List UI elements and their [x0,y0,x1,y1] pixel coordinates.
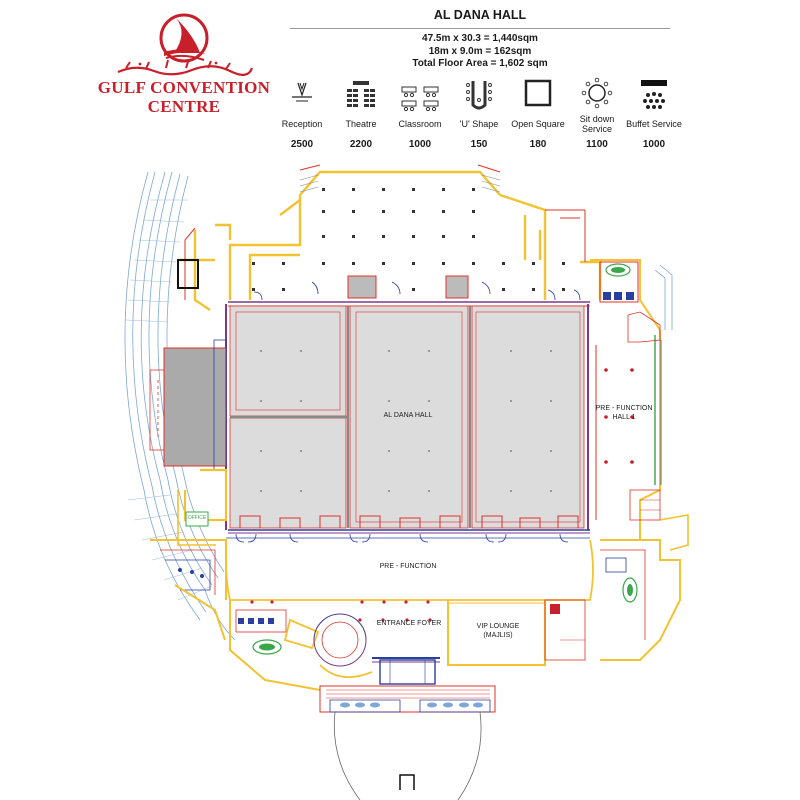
office-label: OFFICE [187,515,207,521]
vip-lounge-label: VIP LOUNGE (MAJLIS) [476,623,520,639]
right-stair-structure [654,264,673,330]
buffet-icon [641,80,667,109]
capacity-value: 180 [529,139,547,150]
title-divider [290,28,670,29]
capacity-theatre: Theatre 2200 [331,75,391,150]
right-hall-columns [604,368,634,464]
prefunction-label: PRE - FUNCTION [379,563,437,570]
brand-name-line2: CENTRE [147,97,221,116]
office-room [185,511,209,527]
hall-columns [260,350,552,492]
capacity-label: Open Square [511,119,565,129]
prefunction-hall-label: PRE - FUNCTION HALL 1 [595,405,653,421]
prefunction-corridor [224,537,594,601]
total-area-line: Total Floor Area = 1,602 sqm [412,58,548,69]
top-service-block [180,170,602,311]
hall-partitions [229,305,585,529]
capacity-label: 'U' Shape [459,119,499,129]
main-hall-label: AL DANA HALL [383,412,433,419]
capacity-u-shape: 'U' Shape 150 [449,75,509,150]
sail-logo-icon [117,13,254,76]
top-columns [252,188,565,291]
capacity-classroom: Classroom 1000 [390,75,450,150]
right-prefunction-block [590,259,662,541]
dimension-line: 18m x 9.0m = 162sqm [428,45,532,57]
hall-section [349,305,469,529]
top-lobby-rooms [347,275,469,299]
capacity-open-square: Open Square 180 [508,75,568,150]
logo: GULF CONVENTION CENTRE [96,8,272,120]
dimensions-block: 47.5m x 30.3 = 1,440sqm 18m x 9.0m = 162… [300,33,660,71]
top-doors [253,281,581,301]
brand-name-line1: GULF CONVENTION [97,78,271,97]
hall-section [471,305,585,529]
capacity-value: 1100 [586,139,608,150]
capacity-label: Sit down Service [579,114,615,134]
bottom-door-swings [235,533,569,543]
capacity-label: Classroom [398,119,442,129]
left-stair-steps [125,199,213,601]
top-service-details [184,164,586,300]
hall-section [229,417,347,529]
right-lower-block [600,514,689,661]
left-annex [149,339,228,546]
capacity-label: Buffet Service [626,119,682,129]
capacity-value: 1000 [408,139,432,150]
sit-down-icon [581,77,613,109]
reception-icon [292,82,312,102]
capacity-value: 150 [470,139,488,150]
capacity-label: Theatre [345,119,377,129]
corridor-columns [250,600,432,622]
open-square-icon [524,79,552,107]
theatre-icon [347,81,375,107]
capacity-sit-down: Sit down Service 1100 [567,75,627,150]
service-room [177,259,199,289]
capacity-reception: Reception 2500 [272,75,332,150]
capacity-label: Reception [281,119,323,129]
entrance-steps [319,685,496,800]
left-lower-block [150,539,227,641]
classroom-icon [401,86,439,112]
page-title: AL DANA HALL [433,8,527,22]
entrance-foyer-block [313,613,440,685]
bottom-doors [239,515,579,528]
upper-wall [228,301,590,307]
capacity-value: 1000 [642,139,666,150]
capacity-value: 2500 [290,139,314,150]
hall-section [229,305,347,417]
vip-lounge-block [447,599,586,666]
entrance-planters [340,702,483,708]
top-stairs [299,174,501,193]
capacity-buffet: Buffet Service 1000 [624,75,684,150]
dimension-line: 47.5m x 30.3 = 1,440sqm [422,33,538,44]
capacity-value: 2200 [349,139,373,150]
u-shape-icon [466,81,492,110]
entrance-foyer-label: ENTRANCE FOYER [376,620,442,627]
bottom-left-rooms [229,600,321,691]
